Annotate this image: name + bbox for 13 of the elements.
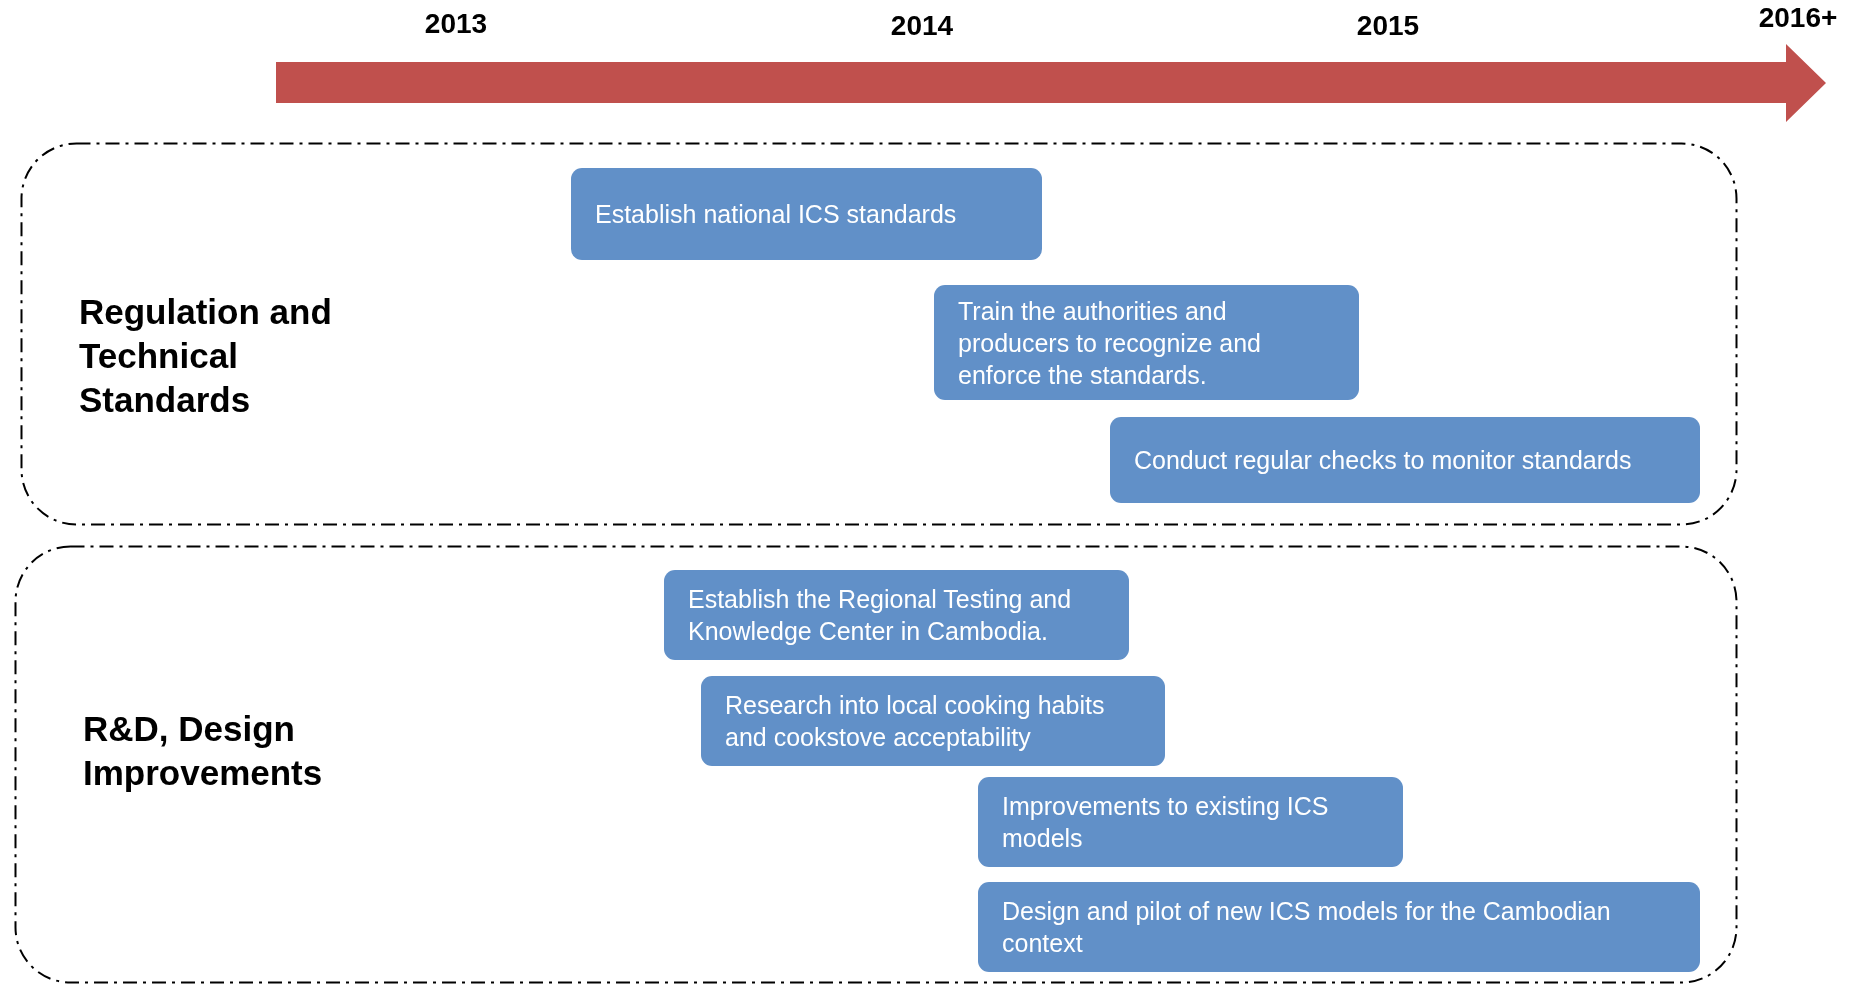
group-heading: R&D, Design Improvements	[83, 708, 324, 794]
task-bar: Conduct regular checks to monitor standards	[1110, 417, 1700, 503]
year-label: 2016+	[1758, 2, 1838, 34]
task-bar: Train the authorities and producers to recognize and enforce the standards.	[934, 285, 1359, 400]
task-bar: Design and pilot of new ICS models for the Cambodian context	[978, 882, 1700, 972]
group-heading: Regulation and Technical Standards	[79, 291, 333, 421]
task-bar: Research into local cooking habits and cookstove acceptability	[701, 676, 1165, 766]
task-bar: Establish the Regional Testing and Knowledge Center in Cambodia.	[664, 570, 1129, 660]
year-label: 2014	[890, 10, 954, 42]
task-bar: Improvements to existing ICS models	[978, 777, 1403, 867]
task-bar: Establish national ICS standards	[571, 168, 1042, 260]
year-label: 2013	[424, 8, 488, 40]
year-label: 2015	[1356, 10, 1420, 42]
